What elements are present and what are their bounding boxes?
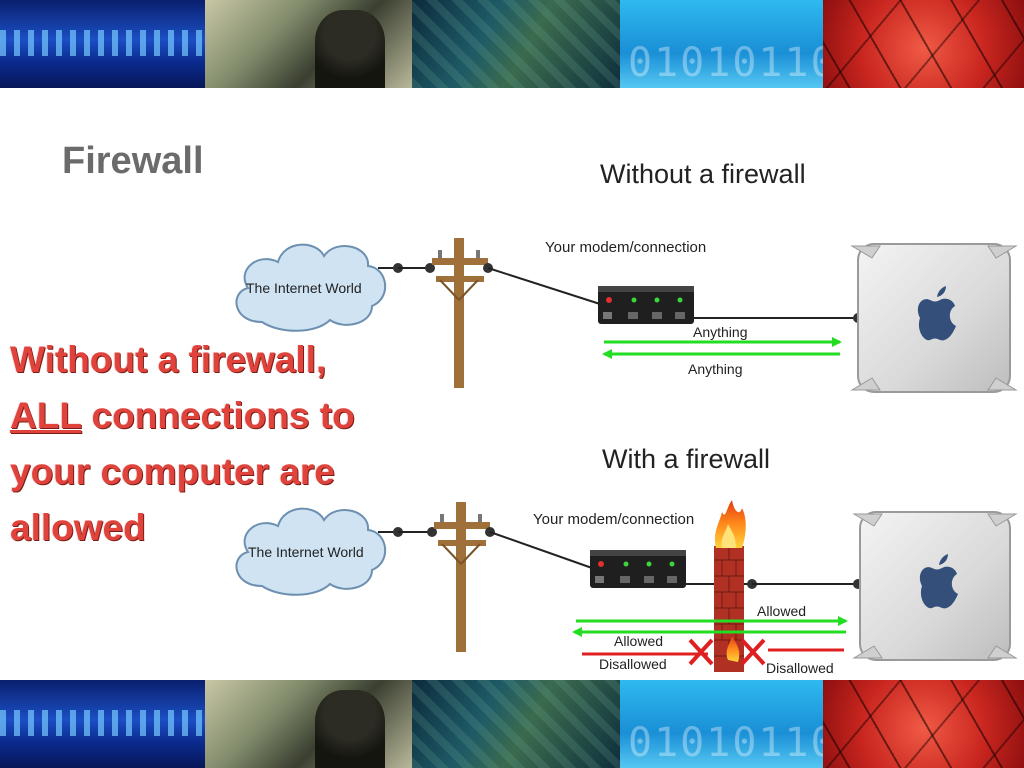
diagram-with-firewall: With a firewall The Internet World Your … [235,444,1018,676]
inbound-disallowed-label: Disallowed [599,656,667,672]
firewall-diagram: Without a firewall The Internet World Yo… [235,159,1018,676]
inbound-allowed-label: Allowed [614,633,663,649]
callout-line-1: Without a firewall, [10,339,327,380]
apple-logo-icon [917,286,956,341]
modem-icon [598,286,694,324]
banner-tile-circuit [823,0,1024,88]
inbound-label: Anything [688,361,742,377]
x-mark-icon [740,638,766,666]
modem-label: Your modem/connection [533,511,694,528]
banner-tile-circuit [823,680,1024,768]
banner-tile-digital-display [0,0,205,88]
banner-tile-office-scene [205,0,412,88]
banner-tile-digital-display [0,680,205,768]
callout-line-4: allowed [10,507,146,548]
x-mark-icon [688,638,714,666]
cloud-label: The Internet World [248,544,364,560]
callout-line-2: ALL connections to [10,388,390,444]
heading-with-firewall: With a firewall [602,444,770,474]
callout-emphasis: ALL [10,395,82,436]
utility-pole-icon [434,502,490,652]
banner-tile-map [412,0,620,88]
utility-pole-icon [432,238,488,388]
footer-banner [0,680,1024,768]
outbound-label: Anything [693,324,747,340]
callout-line-2-rest: connections to [81,395,355,436]
outbound-disallowed-label: Disallowed [766,660,834,676]
apple-logo-icon [919,554,958,609]
diagram-without-firewall: Without a firewall The Internet World Yo… [235,159,1018,393]
cloud-label: The Internet World [246,280,362,296]
banner-tile-binary [620,0,823,88]
callout-line-3: your computer are [10,451,335,492]
slide-title: Firewall [62,140,204,182]
firewall-icon [714,500,746,672]
computer-tower-icon [850,243,1018,393]
banner-tile-map [412,680,620,768]
modem-icon [590,550,686,588]
computer-tower-icon [852,511,1018,661]
outbound-allowed-label: Allowed [757,603,806,619]
flame-icon [714,500,746,662]
modem-label: Your modem/connection [545,239,706,256]
banner-tile-office-scene [205,680,412,768]
cloud-icon [235,507,387,596]
cloud-icon [235,243,387,332]
heading-without-firewall: Without a firewall [600,159,806,189]
banner-tile-binary [620,680,823,768]
callout-text: Without a firewall, ALL connections to y… [10,332,390,556]
header-banner [0,0,1024,88]
